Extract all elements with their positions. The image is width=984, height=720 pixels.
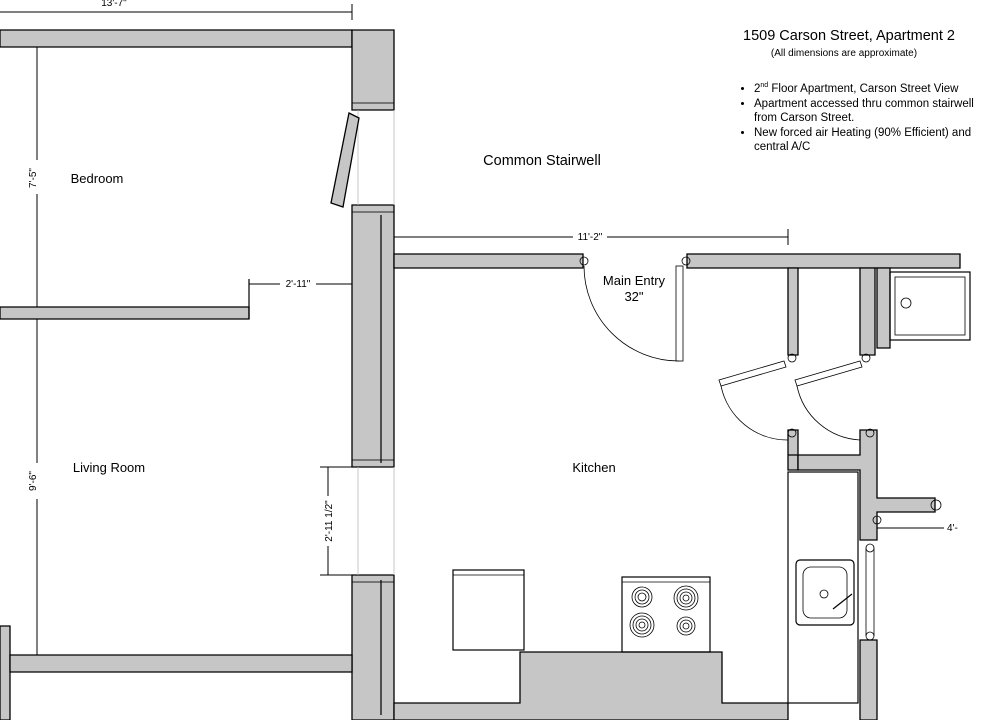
window-sill-mid-bottom: [351, 459, 395, 468]
notes-list: 2nd Floor Apartment, Carson Street View …: [724, 79, 984, 154]
svg-text:7'-5": 7'-5": [28, 168, 39, 188]
stove-burners: [629, 585, 699, 638]
dim-living-height: 9'-6": [28, 319, 42, 655]
stove: [621, 576, 711, 653]
wall-right-lower: [859, 639, 878, 720]
label-main-entry-width: 32": [624, 289, 643, 304]
wall-kitchen-bottom: [393, 651, 789, 720]
wall-end-circle-1: [930, 499, 942, 511]
closet-door-1-leaf: [718, 360, 787, 387]
wall-left-stub: [0, 625, 11, 720]
sink-faucet: [832, 593, 853, 610]
dim-kitchen-width: 11'-2": [393, 229, 789, 245]
label-common-stairwell: Common Stairwell: [483, 153, 601, 169]
kitchen-counter: [787, 471, 859, 704]
closet-door-2-leaf: [794, 360, 863, 387]
refrigerator: [452, 569, 525, 651]
svg-text:11'-2": 11'-2": [578, 232, 603, 243]
main-entry-door-leaf: [675, 265, 684, 362]
closet-jamb-3: [787, 428, 797, 438]
dim-top-width: 13'-7": [0, 0, 353, 20]
wall-closet-bottom: [788, 429, 936, 541]
label-kitchen: Kitchen: [572, 460, 615, 475]
window-sill-mid-top: [351, 204, 395, 213]
label-living-room: Living Room: [73, 460, 145, 475]
wall-bottom-living: [9, 654, 353, 673]
wall-kitchen-top-right: [686, 253, 961, 269]
svg-text:13'-7": 13'-7": [101, 0, 127, 9]
window-sill-upper: [351, 102, 395, 111]
label-bedroom: Bedroom: [71, 171, 124, 186]
sink-drain: [819, 589, 829, 599]
closet-door-2-swing: [796, 385, 861, 441]
wall-outer-right-upper: [351, 29, 395, 111]
note-item: Apartment accessed thru common stairwell…: [754, 97, 984, 125]
wall-top-bedroom: [0, 29, 353, 48]
plan-title: 1509 Carson Street, Apartment 2: [743, 28, 955, 44]
closet-jamb-1: [787, 353, 797, 363]
dim-bedroom-door: 2'-11": [249, 274, 353, 294]
closet-jamb-4: [865, 428, 875, 438]
window-sill-lower: [351, 574, 395, 583]
dim-living-window: 2'-11 1/2": [320, 466, 352, 576]
dim-bedroom-height: 7'-5": [28, 46, 44, 307]
entry-jamb-left: [579, 256, 589, 266]
wall-bath-left: [787, 267, 799, 356]
svg-text:2'-11 1/2": 2'-11 1/2": [324, 500, 335, 542]
svg-text:2'-11": 2'-11": [286, 279, 311, 290]
plan-subtitle: (All dimensions are approximate): [770, 48, 918, 59]
kitchen-sink: [795, 559, 855, 626]
bedroom-door-leaf: [330, 112, 360, 208]
main-entry-door-swing: [583, 265, 680, 362]
door-jamb-right-bottom: [865, 631, 875, 641]
label-main-entry: Main Entry: [603, 273, 666, 288]
wall-outer-right-mid: [351, 204, 395, 468]
closet-door-1-swing: [720, 385, 789, 441]
kitchen-sink-basin: [802, 566, 848, 619]
door-jamb-right-top: [865, 543, 875, 553]
svg-text:4'-: 4'-: [947, 523, 958, 534]
closet-jamb-2: [861, 353, 871, 363]
wall-bedroom-partition: [0, 306, 250, 320]
wall-outer-right-lower: [351, 574, 395, 720]
entry-jamb-right: [681, 256, 691, 266]
svg-text:9'-6": 9'-6": [28, 471, 39, 491]
bathtub-inner: [894, 276, 966, 336]
dim-right-partial: 4'-: [876, 520, 960, 536]
wall-closet-divider: [859, 267, 876, 356]
bathtub-drain: [900, 297, 912, 309]
bathtub: [889, 271, 971, 341]
wall-right-column: [876, 267, 891, 349]
note-item: New forced air Heating (90% Efficient) a…: [754, 126, 984, 154]
wall-kitchen-top-left: [393, 253, 584, 269]
notes-panel: 1509 Carson Street, Apartment 2 (All dim…: [724, 28, 984, 155]
note-item: 2nd Floor Apartment, Carson Street View: [754, 79, 984, 96]
